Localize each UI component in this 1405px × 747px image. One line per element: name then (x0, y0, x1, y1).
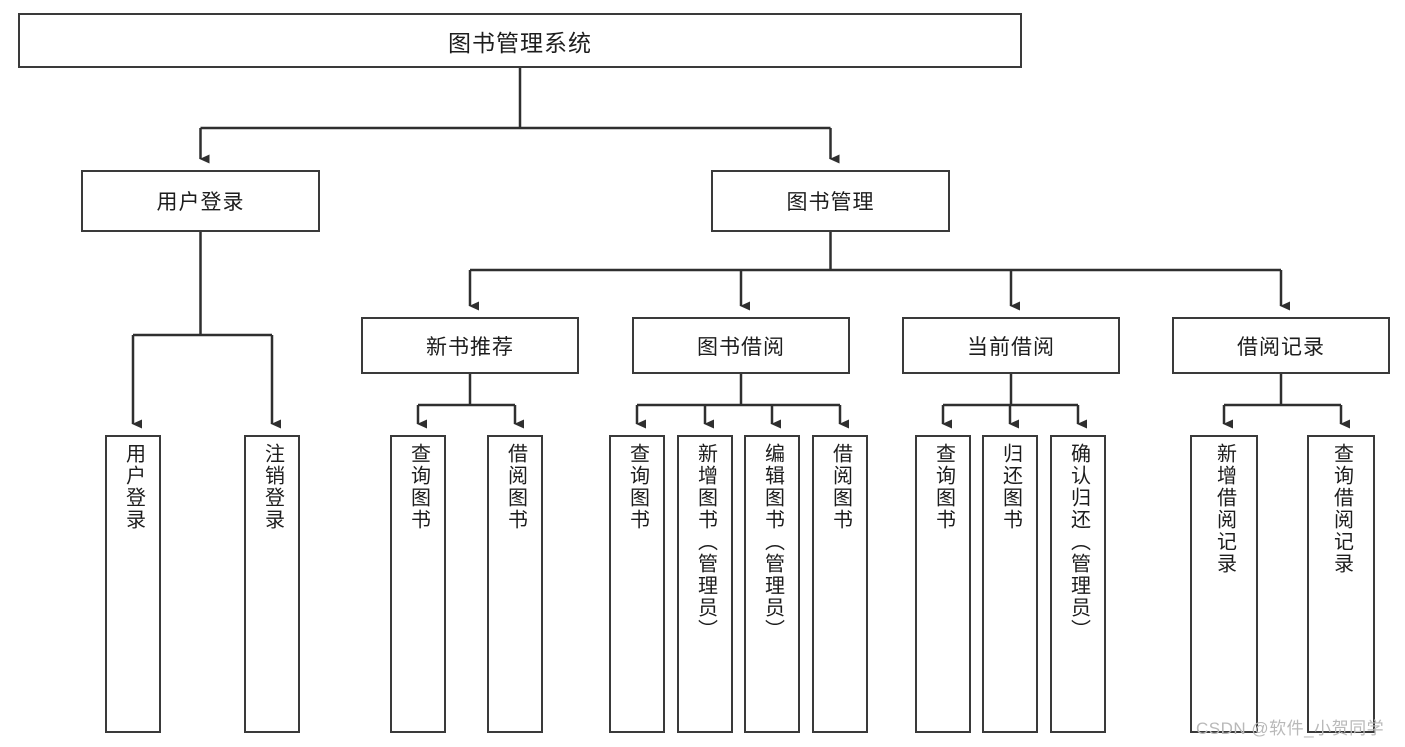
node-leaf-query-book-1[interactable]: 查询图书 (390, 435, 446, 733)
node-label: 图书借阅 (697, 335, 785, 359)
node-label: 编辑图书（管理员） (761, 443, 784, 641)
node-label: 图书管理 (786, 191, 875, 214)
node-leaf-borrow-book-1[interactable]: 借阅图书 (487, 435, 543, 733)
node-label: 查询图书 (626, 443, 649, 531)
node-label: 用户登录 (156, 191, 245, 214)
node-leaf-logout[interactable]: 注销登录 (244, 435, 300, 733)
node-leaf-query-book-2[interactable]: 查询图书 (609, 435, 665, 733)
node-label: 图书管理系统 (448, 29, 592, 56)
node-leaf-query-book-3[interactable]: 查询图书 (915, 435, 971, 733)
node-leaf-borrow-book-2[interactable]: 借阅图书 (812, 435, 868, 733)
node-root[interactable]: 图书管理系统 (18, 13, 1022, 68)
node-leaf-add-record[interactable]: 新增借阅记录 (1190, 435, 1258, 733)
node-current-borrow[interactable]: 当前借阅 (902, 317, 1120, 374)
node-label: 借阅图书 (829, 443, 852, 531)
node-book-borrow[interactable]: 图书借阅 (632, 317, 850, 374)
node-label: 借阅图书 (504, 443, 527, 531)
node-new-book-rec[interactable]: 新书推荐 (361, 317, 579, 374)
node-label: 用户登录 (122, 443, 145, 531)
node-label: 新增借阅记录 (1213, 443, 1236, 575)
node-label: 查询借阅记录 (1330, 443, 1353, 575)
watermark-label: CSDN @软件_小贺同学 (1196, 719, 1385, 738)
node-label: 新书推荐 (426, 335, 514, 359)
node-label: 新增图书（管理员） (694, 443, 717, 641)
node-book-manage[interactable]: 图书管理 (711, 170, 950, 232)
node-label: 确认归还（管理员） (1067, 443, 1090, 641)
node-leaf-user-login[interactable]: 用户登录 (105, 435, 161, 733)
node-user-login[interactable]: 用户登录 (81, 170, 320, 232)
node-label: 归还图书 (999, 443, 1022, 531)
node-leaf-edit-book[interactable]: 编辑图书（管理员） (744, 435, 800, 733)
node-leaf-query-record[interactable]: 查询借阅记录 (1307, 435, 1375, 733)
node-label: 注销登录 (261, 443, 284, 531)
node-label: 查询图书 (407, 443, 430, 531)
node-label: 当前借阅 (967, 335, 1055, 359)
node-leaf-add-book[interactable]: 新增图书（管理员） (677, 435, 733, 733)
node-leaf-confirm-return[interactable]: 确认归还（管理员） (1050, 435, 1106, 733)
node-label: 借阅记录 (1237, 335, 1325, 359)
node-leaf-return-book[interactable]: 归还图书 (982, 435, 1038, 733)
node-borrow-record[interactable]: 借阅记录 (1172, 317, 1390, 374)
node-label: 查询图书 (932, 443, 955, 531)
